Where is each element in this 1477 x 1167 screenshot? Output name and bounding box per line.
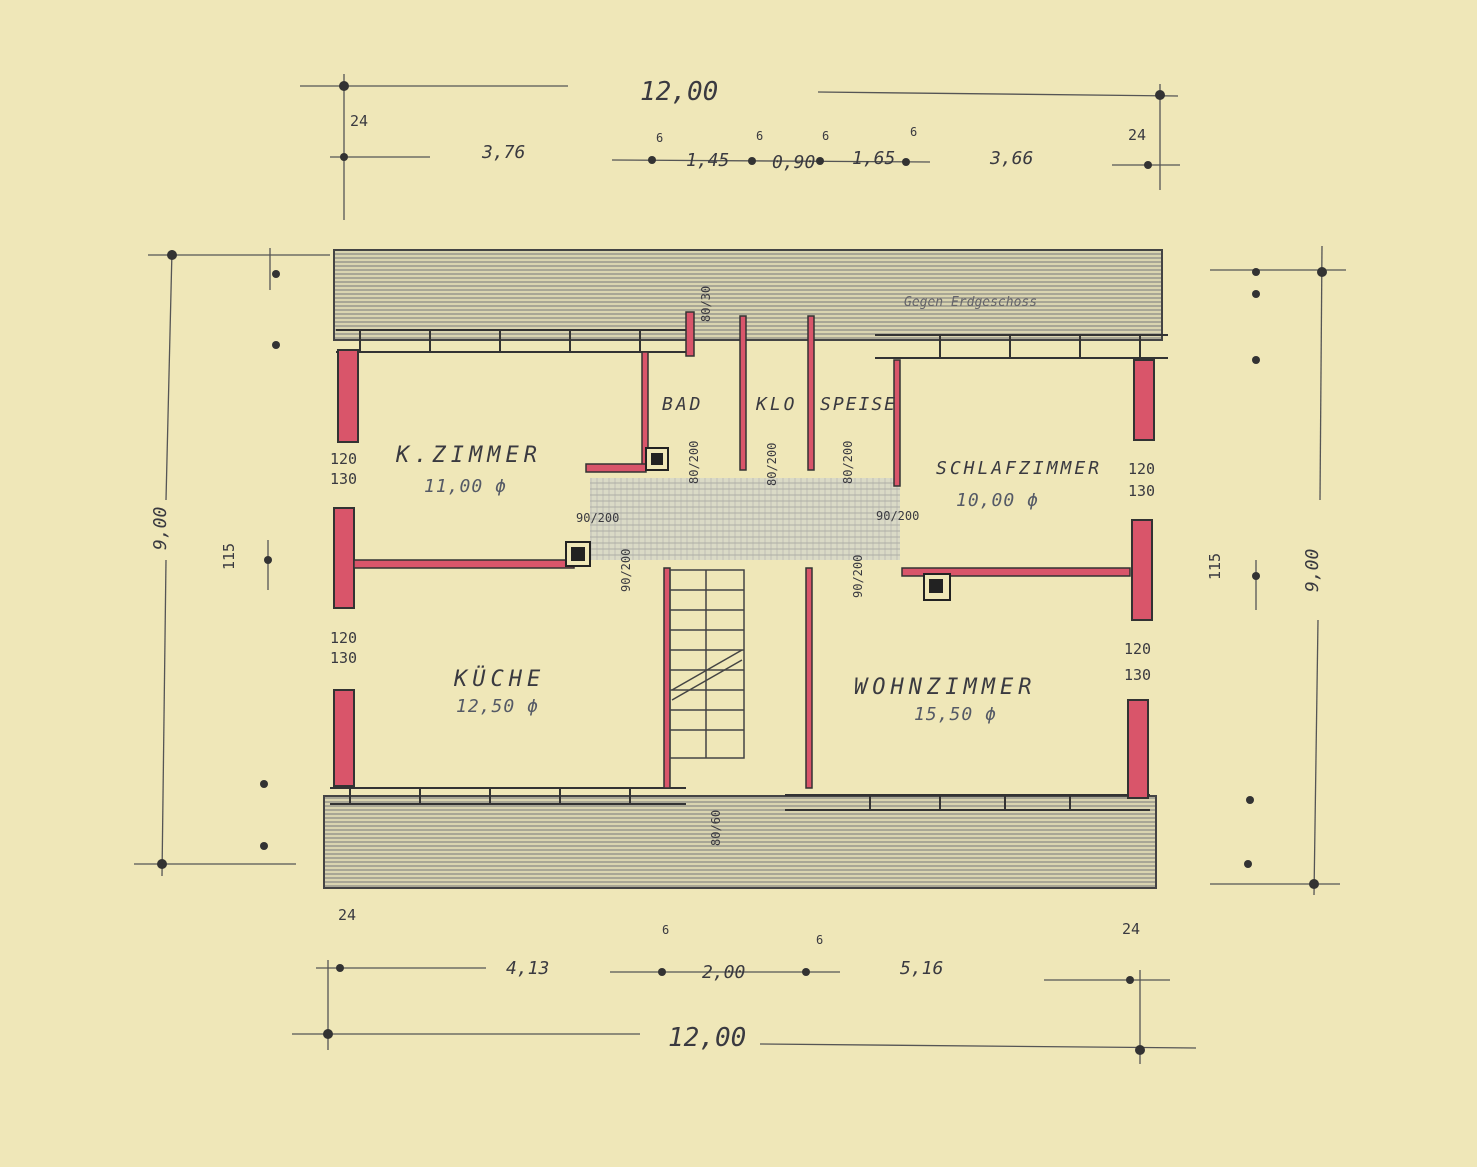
dim-top-thin2: 6 <box>756 129 763 143</box>
dim-left-115: 115 <box>220 543 238 570</box>
dim-top-seg2: 1,45 <box>686 150 729 171</box>
dim-top-thin3: 6 <box>822 129 829 143</box>
door-top-bad-size: 80/30 <box>699 286 713 322</box>
window-left-top-width: 120 <box>330 450 357 468</box>
dimension-ticks <box>157 81 1327 1055</box>
door-speise-size: 80/200 <box>841 441 855 484</box>
room-wohnzimmer-name: WOHNZIMMER <box>854 675 1036 700</box>
dim-top-wall-right: 24 <box>1128 126 1146 144</box>
room-kueche-name: KÜCHE <box>453 666 545 692</box>
dim-overall-top: 12,00 <box>640 77 718 107</box>
door-bad-size: 80/200 <box>687 441 701 484</box>
bottom-wall <box>330 787 1150 811</box>
top-wall <box>336 329 1168 359</box>
staircase <box>669 569 745 759</box>
hall-floor <box>590 478 900 560</box>
door-kueche-size: 90/200 <box>619 549 633 592</box>
room-wohnzimmer-area: 15,50 ϕ <box>914 704 997 725</box>
window-right-bottom-width: 120 <box>1124 640 1151 658</box>
door-wohn-size: 90/200 <box>851 555 865 598</box>
dim-bottom-wall-right: 24 <box>1122 920 1140 938</box>
room-schlafzimmer-area: 10,00 ϕ <box>956 490 1039 511</box>
dim-top-thin4: 6 <box>910 125 917 139</box>
dim-bottom-thin1: 6 <box>662 923 669 937</box>
dim-bottom-seg2: 2,00 <box>702 962 745 983</box>
room-kzimmer-area: 11,00 ϕ <box>424 476 507 497</box>
interior-walls <box>353 311 1131 789</box>
dim-top-seg5: 3,66 <box>989 148 1033 169</box>
dim-right-height: 9,00 <box>1302 549 1323 592</box>
roof-band-top <box>333 249 1163 341</box>
room-speise-name: SPEISE <box>820 394 897 415</box>
dim-bottom-wall-left: 24 <box>338 906 356 924</box>
window-left-top-height: 130 <box>330 470 357 488</box>
room-kzimmer-name: K.ZIMMER <box>395 443 542 468</box>
room-klo-name: KLO <box>755 394 798 415</box>
dim-top-thin1: 6 <box>656 131 663 145</box>
door-klo-size: 80/200 <box>765 443 779 486</box>
door-kzimmer-size: 90/200 <box>576 511 619 525</box>
window-right-bottom-height: 130 <box>1124 666 1151 684</box>
room-kueche-area: 12,50 ϕ <box>456 696 539 717</box>
dim-right-115: 115 <box>1206 553 1224 580</box>
door-labels: 80/200 80/200 80/200 90/200 90/200 90/20… <box>576 286 919 846</box>
door-bottom-size: 80/60 <box>709 810 723 846</box>
door-schlaf-size: 90/200 <box>876 509 919 523</box>
dim-top-seg1: 3,76 <box>481 142 525 163</box>
dim-top-seg4: 1,65 <box>852 148 895 169</box>
dimension-lines <box>134 74 1346 1064</box>
window-left-bottom-height: 130 <box>330 649 357 667</box>
dim-overall-bottom: 12,00 <box>668 1023 746 1053</box>
dim-bottom-thin2: 6 <box>816 933 823 947</box>
room-bad-name: BAD <box>662 394 704 415</box>
room-schlafzimmer-name: SCHLAFZIMMER <box>936 458 1102 479</box>
window-right-top-height: 130 <box>1128 482 1155 500</box>
chimney-blocks <box>565 447 951 601</box>
roof-band-bottom <box>323 795 1157 889</box>
window-left-bottom-width: 120 <box>330 629 357 647</box>
window-labels: 120 130 120 130 120 130 120 130 <box>330 450 1155 684</box>
dim-left-height: 9,00 <box>150 507 171 550</box>
window-right-top-width: 120 <box>1128 460 1155 478</box>
dim-bottom-seg3: 5,16 <box>900 958 943 979</box>
dim-top-seg3: 0,90 <box>772 152 815 173</box>
outer-walls <box>333 349 1155 799</box>
dim-bottom-seg1: 4,13 <box>506 958 549 979</box>
roof-annotation: Gegen Erdgeschoss <box>904 295 1037 310</box>
dim-top-wall-left: 24 <box>350 112 368 130</box>
